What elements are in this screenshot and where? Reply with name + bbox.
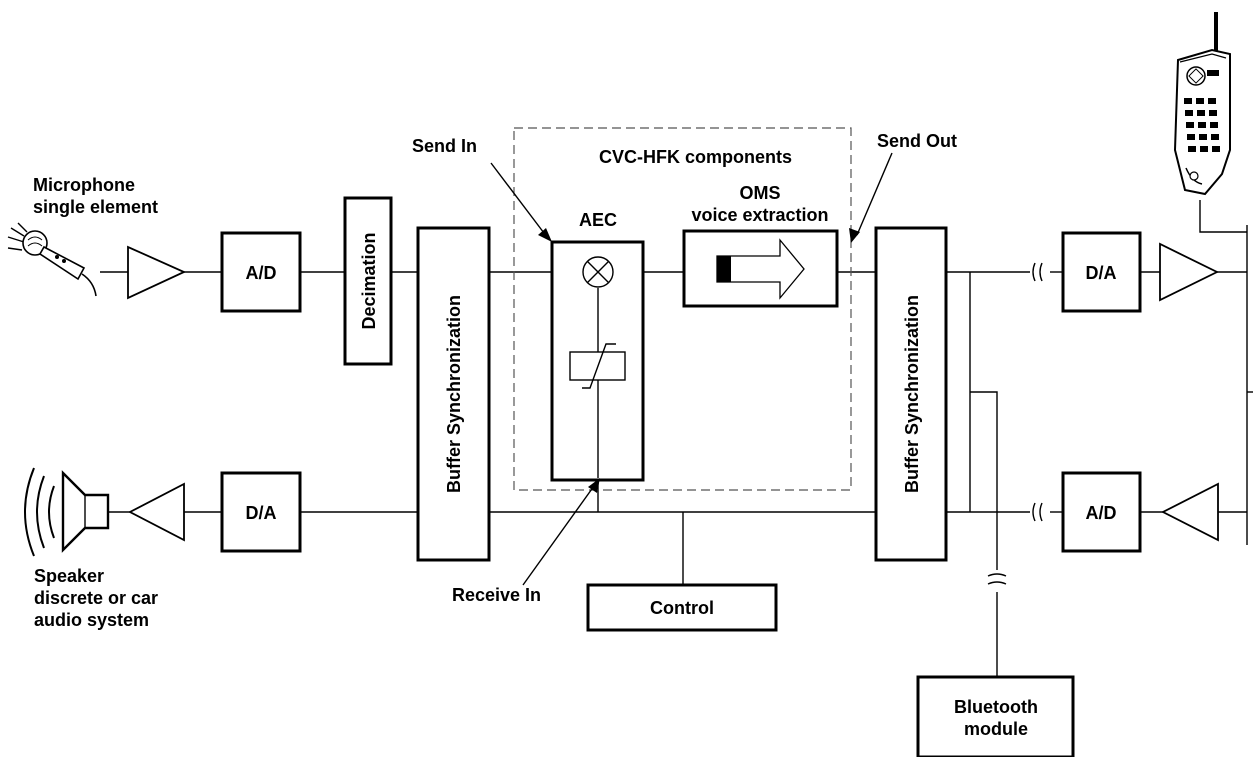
adaptive-filter-icon (569, 343, 626, 389)
bluetooth-sublabel: module (964, 719, 1028, 739)
ad-converter-left (220, 231, 302, 313)
receive-in-arrowhead (588, 478, 600, 493)
decimation-label: Decimation (359, 232, 379, 329)
control-label: Control (650, 598, 714, 618)
da-right-label: D/A (1086, 263, 1117, 283)
phone-handset-icon (1173, 12, 1231, 196)
cvc-hfk-group (513, 127, 852, 491)
buffer-sync-left (416, 226, 491, 562)
da-converter-right (1061, 231, 1142, 313)
send-out-arrowhead (849, 228, 860, 243)
input-amplifier-icon (1161, 482, 1219, 542)
receive-in-pointer (522, 485, 595, 586)
send-in-pointer (490, 162, 548, 238)
speaker-amplifier-icon (128, 482, 185, 542)
bluetooth-label: Bluetooth (954, 697, 1038, 717)
oms-sublabel: voice extraction (691, 205, 828, 225)
send-in-arrowhead (538, 228, 552, 242)
mic-amplifier-icon (127, 245, 187, 300)
mic-label-line2: single element (33, 197, 158, 217)
speaker-label-line3: audio system (34, 610, 149, 630)
da-converter-left (220, 471, 302, 553)
buffer-left-label: Buffer Synchronization (444, 295, 464, 493)
ad-left-label: A/D (246, 263, 277, 283)
ad-right-label: A/D (1086, 503, 1117, 523)
send-out-label: Send Out (877, 131, 957, 151)
da-left-label: D/A (246, 503, 277, 523)
receive-in-label: Receive In (452, 585, 541, 605)
buffer-right-label: Buffer Synchronization (902, 295, 922, 493)
mic-label-line1: Microphone (33, 175, 135, 195)
cvc-group-label: CVC-HFK components (599, 147, 792, 167)
control-block (586, 583, 778, 632)
mixer-icon (582, 256, 614, 288)
wire-break-symbols (987, 262, 1050, 592)
speaker-icon (24, 467, 110, 557)
ad-converter-right (1061, 471, 1142, 553)
microphone-icon (7, 222, 97, 297)
decimation-block (343, 196, 393, 366)
speaker-label-line1: Speaker (34, 566, 104, 586)
buffer-sync-right (874, 226, 948, 562)
voice-extraction-arrow-icon (716, 238, 805, 300)
bluetooth-module-block (916, 675, 1075, 757)
send-in-label: Send In (412, 136, 477, 156)
speaker-label-line2: discrete or car (34, 588, 158, 608)
bus-lines (597, 200, 1253, 677)
aec-label: AEC (579, 210, 617, 230)
output-amplifier-icon (1159, 242, 1220, 302)
send-out-pointer (856, 152, 893, 236)
oms-label: OMS (739, 183, 780, 203)
